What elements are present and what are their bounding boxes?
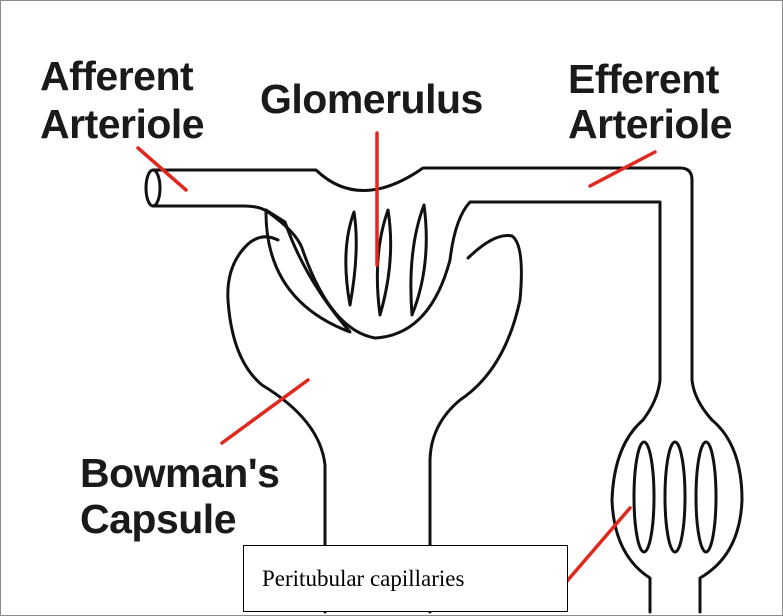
peritubular-callout: Peritubular capillaries [243,545,568,612]
glomerulus-loop-3 [377,210,390,315]
glomerulus-label: Glomerulus [260,78,483,120]
peritubular-loop-3 [696,442,716,552]
glomerulus-loop-2 [346,212,356,305]
peritubular-loop-1 [634,442,654,552]
efferent-label-line2: Arteriole [568,103,732,145]
peritubular-loop-2 [665,442,685,552]
efferent-descending-wall [692,380,712,420]
efferent-label-line1: Efferent [568,58,719,100]
bowmans-label-line1: Bowman's [80,452,279,494]
afferent-label-line1: Afferent [40,55,193,97]
afferent-arteriole-opening [146,170,160,206]
bowmans-label-line2: Capsule [80,498,236,540]
glomerulus-loop-4 [411,205,426,315]
peritubular-label: Peritubular capillaries [262,566,464,592]
efferent-descending-wall-2 [643,380,660,420]
peritubular-sac [612,420,742,612]
afferent-label-line2: Arteriole [40,103,204,145]
